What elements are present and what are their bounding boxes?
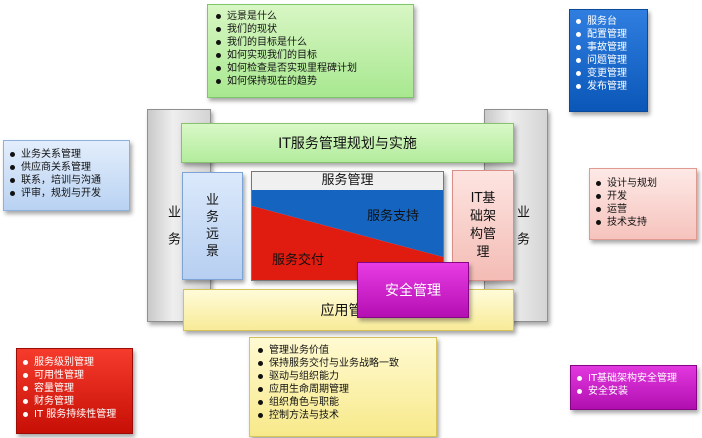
list-item: 安全安装 [575, 385, 692, 398]
business-perspective-list: 业务关系管理供应商关系管理联系，培训与沟通评审，规划与开发 [8, 148, 125, 200]
list-item: 控制方法与技术 [256, 409, 430, 422]
business-vision-block: 业务远景 [182, 172, 243, 280]
business-pillar-left-label: 业务 [165, 205, 180, 259]
business-vision-label: 业务远景 [205, 193, 219, 259]
service-delivery-label: 服务交付 [272, 253, 325, 268]
list-item: IT 服务持续性管理 [21, 408, 128, 421]
business-pillar-right-label: 业务 [514, 205, 529, 259]
security-management-block: 安全管理 [357, 262, 469, 318]
list-item: 可用性管理 [21, 369, 128, 382]
application-management-list: 管理业务价值保持服务交付与业务战略一致驱动与组织能力应用生命周期管理组织角色与职… [256, 344, 430, 422]
list-item: 组织角色与职能 [256, 396, 430, 409]
list-item: 运营 [594, 203, 692, 216]
itsm-planning-label: IT服务管理规划与实施 [278, 136, 417, 152]
security-management-box: IT基础架构安全管理安全安装 [570, 365, 697, 410]
list-item: 配置管理 [574, 28, 643, 41]
application-management-box: 管理业务价值保持服务交付与业务战略一致驱动与组织能力应用生命周期管理组织角色与职… [249, 337, 437, 437]
list-item: 应用生命周期管理 [256, 383, 430, 396]
business-perspective-box: 业务关系管理供应商关系管理联系，培训与沟通评审，规划与开发 [3, 140, 130, 211]
it-infrastructure-label: IT基础架构管理 [469, 190, 496, 260]
service-management-block: 服务管理 服务支持 服务交付 [251, 171, 444, 281]
list-item: 管理业务价值 [256, 344, 430, 357]
list-item: 业务关系管理 [8, 148, 125, 161]
list-item: 财务管理 [21, 395, 128, 408]
list-item: 设计与规划 [594, 177, 692, 190]
list-item: 容量管理 [21, 382, 128, 395]
list-item: 问题管理 [574, 54, 643, 67]
service-delivery-area [252, 206, 443, 280]
list-item: IT基础架构安全管理 [575, 372, 692, 385]
list-item: 联系，培训与沟通 [8, 174, 125, 187]
list-item: 如何保持现在的趋势 [214, 75, 407, 88]
list-item: 驱动与组织能力 [256, 370, 430, 383]
list-item: 评审，规划与开发 [8, 187, 125, 200]
service-support-label: 服务支持 [367, 209, 420, 224]
vision-questions-box: 远景是什么我们的现状我们的目标是什么如何实现我们的目标如何检查是否实现里程碑计划… [207, 4, 414, 98]
list-item: 服务级别管理 [21, 356, 128, 369]
security-management-label: 安全管理 [385, 283, 441, 299]
list-item: 保持服务交付与业务战略一致 [256, 357, 430, 370]
list-item: 如何检查是否实现里程碑计划 [214, 62, 407, 75]
list-item: 技术支持 [594, 216, 692, 229]
service-support-processes-box: 服务台配置管理事故管理问题管理变更管理发布管理 [569, 9, 648, 112]
service-management-title: 服务管理 [252, 172, 443, 190]
service-support-area [252, 190, 443, 257]
list-item: 供应商关系管理 [8, 161, 125, 174]
security-management-list: IT基础架构安全管理安全安装 [575, 372, 692, 398]
infrastructure-management-list: 设计与规划开发运营技术支持 [594, 177, 692, 229]
list-item: 服务台 [574, 15, 643, 28]
list-item: 远景是什么 [214, 10, 407, 23]
list-item: 事故管理 [574, 41, 643, 54]
list-item: 我们的现状 [214, 23, 407, 36]
service-management-split [252, 190, 443, 280]
list-item: 发布管理 [574, 80, 643, 93]
list-item: 我们的目标是什么 [214, 36, 407, 49]
vision-questions-list: 远景是什么我们的现状我们的目标是什么如何实现我们的目标如何检查是否实现里程碑计划… [214, 10, 407, 88]
list-item: 如何实现我们的目标 [214, 49, 407, 62]
list-item: 开发 [594, 190, 692, 203]
service-support-processes-list: 服务台配置管理事故管理问题管理变更管理发布管理 [574, 15, 643, 93]
list-item: 变更管理 [574, 67, 643, 80]
infrastructure-management-box: 设计与规划开发运营技术支持 [589, 168, 697, 240]
itsm-planning-bar: IT服务管理规划与实施 [181, 123, 514, 163]
